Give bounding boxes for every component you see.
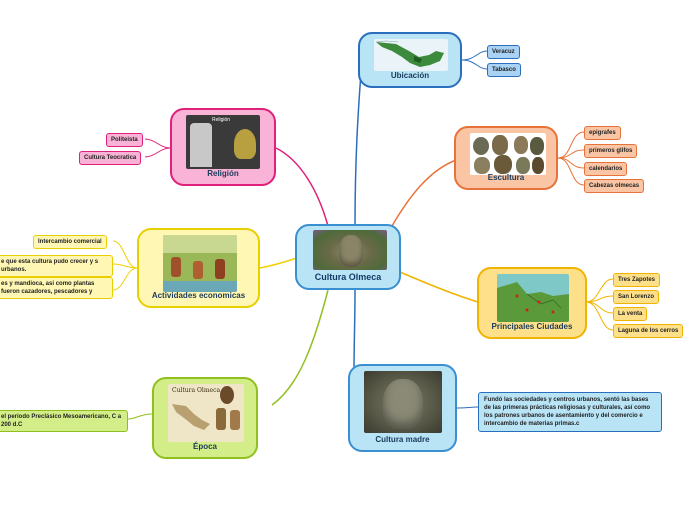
leaf-epigrafes[interactable]: epigrafes xyxy=(584,126,621,140)
stone-head-icon xyxy=(492,135,508,155)
figure-icon xyxy=(230,410,240,430)
node-religion[interactable]: Religión Religión xyxy=(170,108,276,186)
node-epoca[interactable]: Cultura Olmeca Época xyxy=(152,377,258,459)
figure-icon xyxy=(216,408,226,430)
leaf-veracuz[interactable]: Veracuz xyxy=(487,45,520,59)
link-religion xyxy=(275,147,329,227)
central-topic-title: Cultura Olmeca xyxy=(314,272,382,282)
seated-figure-icon xyxy=(234,129,256,159)
sculpture-heads-image xyxy=(470,133,546,175)
leaf-agricultura-caza-pesca[interactable]: es y mandioca, asi como plantas fueron c… xyxy=(0,277,113,299)
node-ubicacion[interactable]: Ubicación xyxy=(358,32,462,88)
node-escultura[interactable]: Escultura xyxy=(454,126,558,190)
link-madre xyxy=(353,289,356,371)
node-title: Época xyxy=(192,442,217,451)
stone-head-icon xyxy=(532,157,544,174)
figure-icon xyxy=(193,261,203,279)
statue-icon xyxy=(220,386,234,404)
figure-icon xyxy=(215,259,225,279)
leaf-calendarios[interactable]: calendarios xyxy=(584,162,628,176)
node-title: Actividades economicas xyxy=(151,291,246,300)
colossal-head-image xyxy=(364,371,442,433)
stone-head-icon xyxy=(474,157,490,174)
figure-icon xyxy=(171,257,181,277)
link-escultura xyxy=(391,159,457,227)
stone-head-icon xyxy=(494,155,512,174)
node-title: Ubicación xyxy=(390,71,430,80)
stone-head-icon xyxy=(514,136,528,154)
epoca-image: Cultura Olmeca xyxy=(168,384,244,442)
map-shape-icon xyxy=(375,40,444,67)
leaf-cultura-madre-description[interactable]: Fundó las sociedades y centros urbanos, … xyxy=(478,392,662,432)
leaf-tabasco[interactable]: Tabasco xyxy=(487,63,521,77)
stone-head-icon xyxy=(530,137,544,155)
node-title: Principales Ciudades xyxy=(491,322,573,331)
map-shape-icon xyxy=(497,282,569,322)
mexico-map-image xyxy=(374,39,448,71)
leaf-san-lorenzo[interactable]: San Lorenzo xyxy=(613,290,660,304)
image-caption: Religión xyxy=(212,117,231,123)
node-title: Religión xyxy=(207,169,239,178)
field-icon xyxy=(163,235,237,253)
node-title: Cultura madre xyxy=(375,435,430,444)
leaf-crecimiento-urbano[interactable]: e que esta cultura pudo crecer y s urban… xyxy=(0,255,113,277)
leaf-primeros-glifos[interactable]: primeros glifos xyxy=(584,144,638,158)
statue-icon xyxy=(190,123,212,167)
leaf-la-venta[interactable]: La venta xyxy=(613,307,648,321)
stone-face-icon xyxy=(339,235,363,267)
central-topic-cultura-olmeca[interactable]: Cultura Olmeca xyxy=(295,224,401,290)
leaf-cabezas-olmecas[interactable]: Cabezas olmecas xyxy=(584,179,645,193)
stone-head-icon xyxy=(516,157,530,174)
map-shape-icon xyxy=(172,404,210,430)
water-icon xyxy=(163,281,237,292)
religion-image: Religión xyxy=(186,115,260,169)
link-actividades xyxy=(259,257,298,269)
leaf-laguna-de-los-cerros[interactable]: Laguna de los cerros xyxy=(613,324,684,338)
node-actividades-economicas[interactable]: Actividades economicas xyxy=(137,228,260,308)
node-principales-ciudades[interactable]: Principales Ciudades xyxy=(477,267,587,339)
link-epoca xyxy=(271,289,329,406)
cities-map-image xyxy=(497,274,569,322)
stone-head-icon xyxy=(473,137,489,155)
economic-activities-image xyxy=(163,235,237,292)
image-caption: Cultura Olmeca xyxy=(172,387,221,394)
leaf-politeista[interactable]: Politeista xyxy=(106,133,143,147)
leaf-cultura-teocratica[interactable]: Cultura Teocratica xyxy=(79,151,142,165)
node-cultura-madre[interactable]: Cultura madre xyxy=(348,364,457,452)
link-ciudades xyxy=(399,271,479,303)
stone-face-icon xyxy=(383,379,423,429)
olmec-head-image xyxy=(313,230,387,270)
leaf-intercambio-comercial[interactable]: Intercambio comercial xyxy=(33,235,107,249)
leaf-tres-zapotes[interactable]: Tres Zapotes xyxy=(613,273,661,287)
node-title: Escultura xyxy=(487,173,525,182)
link-ubicacion xyxy=(354,59,363,227)
leaf-periodo-preclasico[interactable]: el periodo Preclásico Mesoamericano, C a… xyxy=(0,410,128,432)
